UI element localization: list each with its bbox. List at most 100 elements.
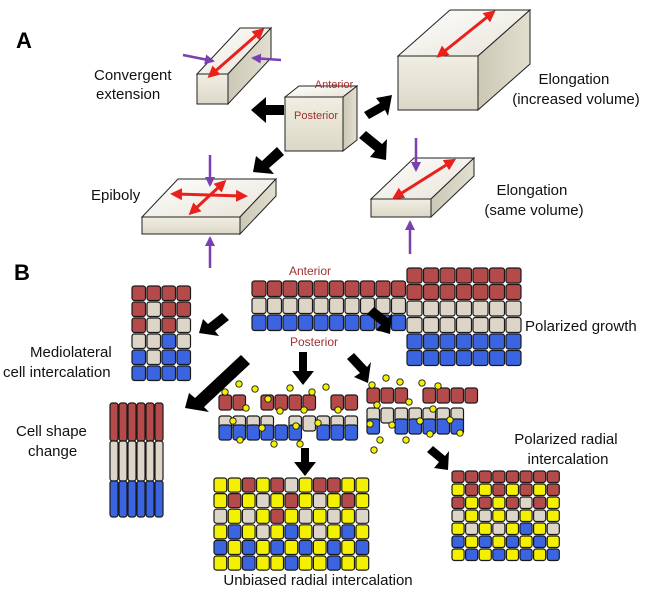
cell <box>341 477 356 493</box>
convergence-purple-arrow-right <box>251 53 282 64</box>
cell <box>131 365 147 382</box>
cell <box>532 535 547 549</box>
cell <box>176 349 192 366</box>
yellow-cell-dot <box>242 404 250 412</box>
arrow-to-elongation-same <box>359 131 387 160</box>
cell <box>251 280 267 298</box>
cell <box>380 387 395 404</box>
cell <box>390 314 407 332</box>
elongated-cell <box>154 480 164 518</box>
cell <box>330 424 345 441</box>
unbiased-radial-label: Unbiased radial intercalation <box>223 572 412 589</box>
tissue-posterior-label: Posterior <box>290 335 338 349</box>
elongated-cell <box>127 440 137 482</box>
cell <box>312 555 327 571</box>
cell <box>341 508 356 524</box>
cell <box>251 314 267 332</box>
cell <box>355 493 370 509</box>
cell <box>327 493 341 509</box>
cell <box>390 297 407 315</box>
cell <box>355 508 370 524</box>
cell <box>505 283 522 301</box>
cell <box>492 509 506 523</box>
cell <box>439 300 456 317</box>
cell <box>274 424 289 441</box>
cell <box>519 483 533 497</box>
yellow-cell-dot <box>382 374 390 382</box>
cell <box>282 280 298 298</box>
cell <box>355 539 370 556</box>
yellow-cell-dot <box>405 398 413 406</box>
cell <box>492 522 506 536</box>
cell <box>256 555 270 571</box>
elongated-cell <box>109 480 119 518</box>
cell <box>394 418 409 435</box>
cell <box>146 317 162 334</box>
cell <box>546 548 560 562</box>
cell <box>266 280 283 298</box>
cell <box>327 555 341 571</box>
cell <box>478 535 492 549</box>
cell <box>270 539 285 556</box>
cell <box>316 424 331 441</box>
yellow-cell-dot <box>376 436 384 444</box>
cell <box>312 493 327 509</box>
yellow-cell-dot <box>229 417 237 425</box>
convergence-purple-arrow-left <box>182 53 215 65</box>
cell <box>355 477 370 493</box>
cell <box>341 539 356 556</box>
cell <box>241 493 256 509</box>
cell <box>227 524 242 540</box>
cell <box>312 524 327 540</box>
cell <box>492 483 506 497</box>
cell <box>546 483 560 497</box>
cell <box>298 508 313 524</box>
epiboly-slab <box>140 155 278 268</box>
cell <box>478 470 492 484</box>
unbiased-radial-grid <box>213 477 370 571</box>
yellow-cell-dot <box>334 406 342 414</box>
cell <box>439 333 456 350</box>
cell <box>465 496 479 510</box>
cell <box>375 280 391 298</box>
cell <box>213 539 228 556</box>
cell <box>451 470 465 484</box>
cell <box>302 394 317 411</box>
elongated-cell <box>145 480 155 518</box>
elongation-same-red-arrow <box>391 158 457 200</box>
cell <box>161 365 177 382</box>
yellow-cell-dot <box>276 407 284 415</box>
cell <box>505 300 522 317</box>
cell <box>282 297 298 315</box>
cell <box>302 415 317 432</box>
cell <box>270 508 285 524</box>
cell <box>451 548 465 562</box>
cell <box>227 508 242 524</box>
cell <box>213 493 228 509</box>
cell <box>406 267 423 284</box>
cell <box>422 387 437 404</box>
cell <box>488 316 506 334</box>
cube-anterior-label: Anterior <box>315 79 354 91</box>
cell <box>344 314 360 332</box>
elongated-cell <box>118 440 128 482</box>
cell <box>492 535 506 549</box>
elongation-red-arrow-2 <box>436 10 496 58</box>
cell <box>270 493 285 509</box>
cell <box>478 548 492 562</box>
cell <box>213 508 228 524</box>
yellow-cell-dot <box>396 378 404 386</box>
cell <box>455 267 473 284</box>
cell <box>472 267 489 284</box>
cell <box>519 522 533 536</box>
cell <box>131 285 147 302</box>
unbiased-mixing-tissue <box>218 380 359 448</box>
cell <box>227 555 242 571</box>
cell <box>313 314 329 332</box>
cell <box>161 301 177 318</box>
cell <box>341 555 356 571</box>
elongation-same-box <box>369 138 476 254</box>
cell <box>488 333 506 350</box>
cell <box>422 300 440 317</box>
cell <box>146 349 162 366</box>
